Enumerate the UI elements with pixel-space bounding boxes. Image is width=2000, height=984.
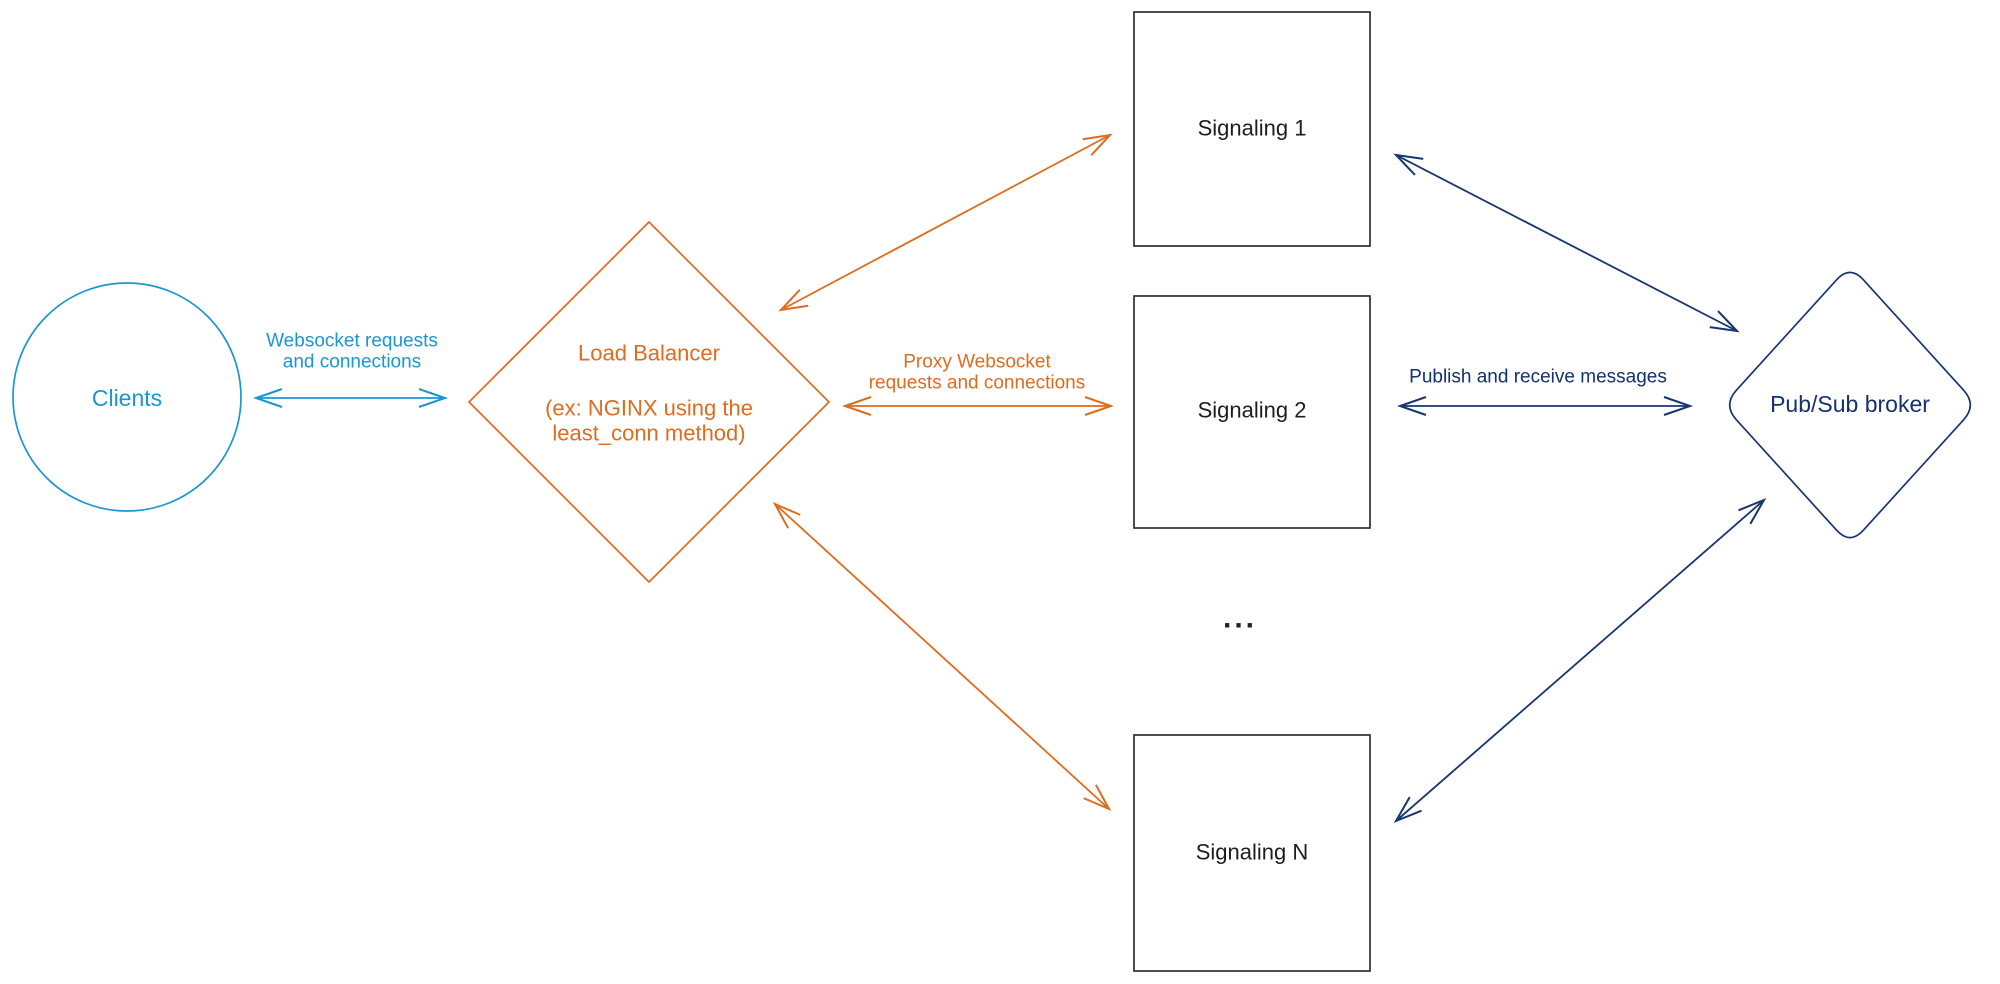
- clients-node-circle: [12, 282, 242, 512]
- signaling-1-node-box: [1133, 11, 1371, 247]
- edge-lb-signaling-label-line2: requests and connections: [869, 373, 1086, 394]
- signaling-2-label: Signaling 2: [1198, 398, 1307, 423]
- pubsub-broker-node-diamond: [1728, 271, 1972, 539]
- pubsub-broker-label: Pub/Sub broker: [1770, 391, 1930, 417]
- load-balancer-node-diamond: [467, 220, 831, 584]
- edge-clients-lb-label-line1: Websocket requests: [266, 331, 438, 352]
- edge-lb-signaling-label-line1: Proxy Websocket: [903, 352, 1051, 373]
- signaling-n-node-box: [1133, 734, 1371, 972]
- edge-clients-lb-label-line2: and connections: [283, 352, 421, 373]
- edge-lb-signaling-n: [772, 501, 1112, 812]
- load-balancer-subtitle-line2: least_conn method): [552, 421, 745, 446]
- load-balancer-title: Load Balancer: [578, 341, 720, 366]
- signaling-2-node-box: [1133, 295, 1371, 529]
- signaling-1-label: Signaling 1: [1198, 116, 1307, 141]
- edge-signaling-n-pubsub: [1393, 497, 1767, 824]
- load-balancer-subtitle-line1: (ex: NGINX using the: [545, 396, 753, 421]
- signaling-ellipsis: ...: [1223, 602, 1257, 635]
- edge-signaling-pubsub-label: Publish and receive messages: [1409, 367, 1667, 388]
- edge-signaling-1-pubsub: [1393, 153, 1740, 333]
- signaling-n-label: Signaling N: [1196, 840, 1309, 865]
- clients-label: Clients: [92, 385, 162, 411]
- edge-lb-signaling-1: [778, 133, 1113, 312]
